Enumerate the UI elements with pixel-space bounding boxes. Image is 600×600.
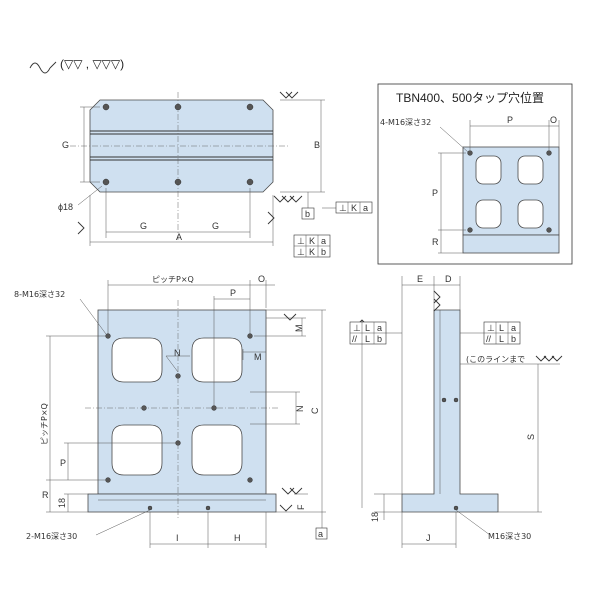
surface-finish-text: (▽▽ , ▽▽▽) <box>60 57 124 71</box>
side-dim-18: 18 <box>370 512 380 522</box>
bolt-hole <box>246 103 254 111</box>
front-dim-M1: M <box>294 325 304 333</box>
dim-G-right: G <box>212 221 219 231</box>
dim-G-left: G <box>140 221 147 231</box>
front-dim-N2: N <box>295 406 305 413</box>
tol2-symbol-1: ⊥ <box>297 236 305 246</box>
front-dim-H: H <box>234 533 241 543</box>
bolt-hole <box>102 103 110 111</box>
side-tol-datum-1: a <box>377 323 382 333</box>
front-dim-C: C <box>310 407 320 414</box>
side-tol2-datum-2: b <box>511 334 516 344</box>
side-tol2-sym-1: ⊥ <box>487 323 495 333</box>
inset-dim-P-top: P <box>507 115 513 125</box>
tol2-symbol-2: ⊥ <box>297 247 305 257</box>
bolt-hole <box>174 178 182 186</box>
side-bottom-tap: M16深さ30 <box>488 532 531 541</box>
side-tol-datum-2: b <box>377 334 382 344</box>
front-datum-a: a <box>318 529 323 539</box>
bolt-hole <box>174 103 182 111</box>
front-bottom-tap: 2-M16深さ30 <box>26 532 77 541</box>
tol-datum: a <box>363 203 368 213</box>
tol2-ref-1: K <box>309 236 315 246</box>
dim-B: B <box>314 140 320 150</box>
dim-G-vertical: G <box>62 140 69 150</box>
inset-title: TBN400、500タップ穴位置 <box>396 90 544 105</box>
inset-dim-R-side: R <box>432 237 439 247</box>
front-view-base <box>87 493 277 513</box>
datum-b: b <box>305 209 310 219</box>
side-tol2-ref-2: L <box>499 334 504 344</box>
side-view-body <box>401 309 499 513</box>
top-view: G B ϕ18 G G A b ⊥ K a <box>58 91 373 258</box>
side-tol2-sym-2: // <box>486 334 492 344</box>
tol2-datum-2: b <box>321 247 326 257</box>
front-tap-label: 8-M16深さ32 <box>14 290 65 299</box>
bolt-hole <box>102 178 110 186</box>
front-dim-R: R <box>42 490 49 500</box>
side-dim-S: S <box>526 434 536 440</box>
side-tol2-datum-1: a <box>511 323 516 333</box>
hole-diameter: ϕ18 <box>58 202 73 212</box>
inset-tap-label: 4-M16深さ32 <box>380 118 431 127</box>
front-dim-P: P <box>230 288 236 298</box>
front-pitch-top: ピッチP×Q <box>152 275 194 284</box>
tol2-ref-2: K <box>309 247 315 257</box>
side-tol-ref-1: L <box>365 323 370 333</box>
front-dim-F: F <box>296 504 306 510</box>
front-dim-O: O <box>258 274 265 284</box>
surface-finish-symbol: (▽▽ , ▽▽▽) <box>29 57 124 74</box>
side-dim-J: J <box>426 533 431 543</box>
front-pitch-side: ピッチP×Q <box>40 403 49 445</box>
side-dim-D: D <box>445 274 452 284</box>
front-dim-I: I <box>176 533 179 543</box>
side-view: E D ⊥ L a // L b ⊥ L a // L b (このラインまで S <box>349 274 563 548</box>
tol-symbol: ⊥ <box>339 203 347 213</box>
side-line-note: (このラインまで <box>466 355 525 364</box>
side-tol-sym-2: // <box>352 334 358 344</box>
tol-ref: K <box>351 203 357 213</box>
front-dim-18: 18 <box>57 498 67 508</box>
side-tol-sym-1: ⊥ <box>353 323 361 333</box>
inset-tap-positions: TBN400、500タップ穴位置 4-M16深さ32 P O P R <box>377 83 573 265</box>
front-dim-M2: M <box>254 352 262 362</box>
tol2-datum-1: a <box>321 236 326 246</box>
side-tol2-ref-1: L <box>499 323 504 333</box>
front-dim-N1: N <box>174 348 181 358</box>
bolt-hole <box>246 178 254 186</box>
front-dim-P-side: P <box>60 458 66 468</box>
inset-dim-O-top: O <box>550 115 557 125</box>
inset-dim-P-side: P <box>432 188 438 198</box>
side-dim-E: E <box>417 274 423 284</box>
dim-A: A <box>176 232 182 242</box>
side-tol-ref-2: L <box>365 334 370 344</box>
front-view: 8-M16深さ32 ピッチP×Q O P ピッチP×Q P R 18 N N <box>14 274 328 548</box>
